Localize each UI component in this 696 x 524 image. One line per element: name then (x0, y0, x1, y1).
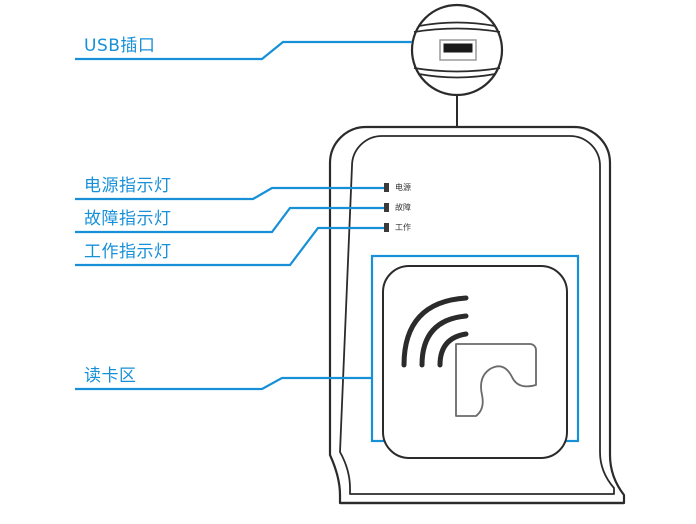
callout-leader-lines (75, 40, 412, 391)
usb-socket-slot (443, 43, 473, 53)
callout-label-card-area: 读卡区 (84, 366, 137, 386)
callout-label-usb-port: USB插口 (84, 36, 156, 56)
rfid-symbol-group (401, 295, 537, 417)
leader-line-fault-indicator (75, 206, 384, 234)
callout-label-work-indicator: 工作指示灯 (84, 242, 172, 262)
rfid-arc-middle (419, 313, 469, 368)
callout-label-power-indicator: 电源指示灯 (84, 176, 172, 196)
rfid-arc-outer (401, 295, 469, 368)
usb-housing-ridge-lower (413, 67, 501, 73)
led-marker-power (384, 183, 389, 192)
callout-label-fault-indicator: 故障指示灯 (84, 209, 172, 229)
leader-line-work-indicator (75, 226, 384, 267)
usb-housing-ridge-top (418, 21, 496, 27)
led-markers-group (384, 183, 389, 232)
leader-line-power-indicator (75, 186, 384, 201)
device-led-label-power: 电源 (395, 183, 411, 192)
usb-housing-ridge-upper (413, 27, 501, 33)
rfid-arc-inner (437, 331, 469, 368)
rfid-card-shape (455, 343, 537, 417)
led-marker-work (384, 223, 389, 232)
usb-detail-circle-group (410, 3, 504, 130)
leader-line-card-area (75, 376, 372, 391)
device-led-label-work: 工作 (395, 223, 411, 232)
led-marker-fault (384, 203, 389, 212)
device-led-label-fault: 故障 (395, 203, 411, 212)
leader-line-usb-port (75, 40, 412, 61)
usb-housing-ridge-bottom (418, 73, 496, 79)
